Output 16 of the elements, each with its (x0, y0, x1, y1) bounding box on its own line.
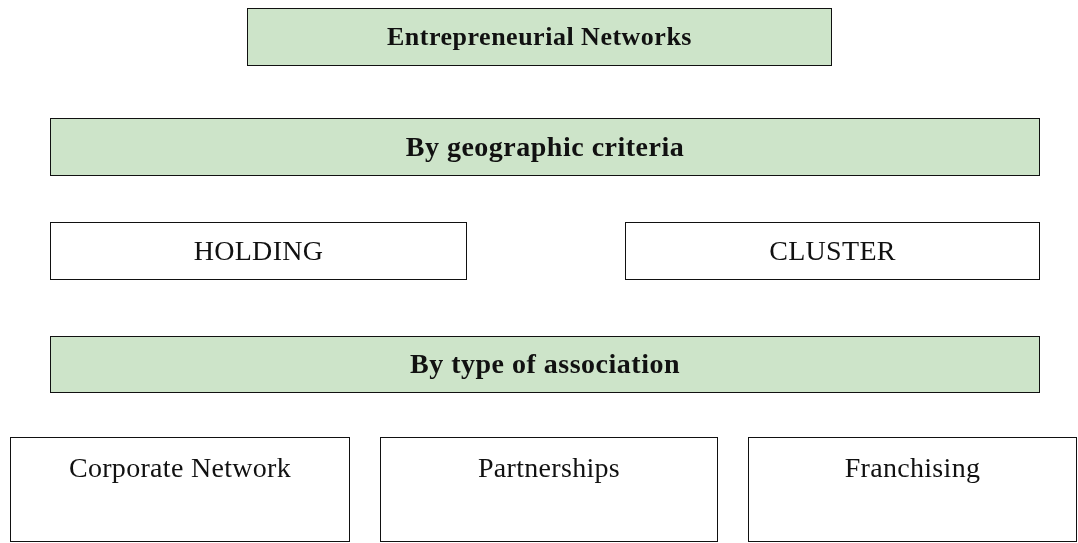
box-label: CLUSTER (769, 234, 896, 268)
category-band (50, 336, 1040, 393)
box-label: By type of association (410, 348, 680, 381)
type-box (748, 437, 1077, 542)
box-label: Franchising (844, 452, 981, 485)
box-label: Partnerships (478, 452, 620, 485)
type-box (380, 437, 718, 542)
box-label: HOLDING (193, 234, 324, 268)
type-box (625, 222, 1040, 280)
type-box (10, 437, 350, 542)
category-band (50, 118, 1040, 176)
heading-box (247, 8, 832, 66)
type-box (50, 222, 467, 280)
box-label: Entrepreneurial Networks (387, 22, 692, 52)
box-label: By geographic criteria (405, 130, 685, 164)
box-label: Corporate Network (68, 452, 291, 485)
